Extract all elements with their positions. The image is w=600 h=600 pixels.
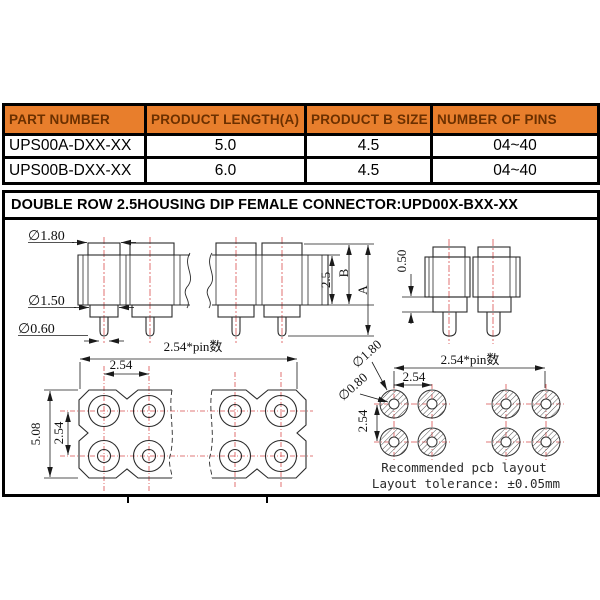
drawing-frame: DOUBLE ROW 2.5HOUSING DIP FEMALE CONNECT…: [2, 190, 600, 497]
spec-table: PART NUMBER PRODUCT LENGTH(A) PRODUCT B …: [2, 103, 600, 185]
column-header-part-number: PART NUMBER: [5, 106, 147, 136]
column-header-number-of-pins: NUMBER OF PINS: [433, 106, 597, 136]
table-cell-b-size: 4.5: [307, 136, 433, 159]
table-cell-part-number: UPS00B-DXX-XX: [5, 159, 147, 182]
table-cell-b-size: 4.5: [307, 159, 433, 182]
table-cell-pins: 04~40: [433, 159, 597, 182]
table-cell-part-number: UPS00A-DXX-XX: [5, 136, 147, 159]
drawing-title: DOUBLE ROW 2.5HOUSING DIP FEMALE CONNECT…: [5, 193, 597, 220]
table-cell-length: 6.0: [147, 159, 307, 182]
table-cell-pins: 04~40: [433, 136, 597, 159]
column-header-product-length: PRODUCT LENGTH(A): [147, 106, 307, 136]
table-cell-length: 5.0: [147, 136, 307, 159]
frame-bottom-ticks: [127, 497, 268, 503]
column-header-product-b-size: PRODUCT B SIZE: [307, 106, 433, 136]
